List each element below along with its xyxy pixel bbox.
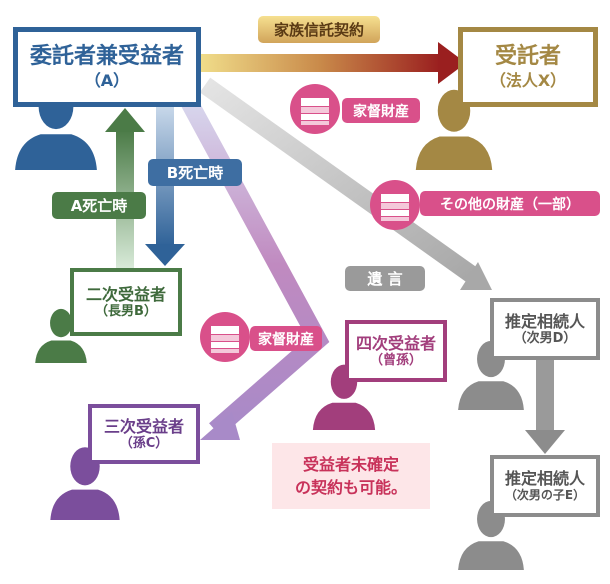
gray-arrow-will <box>199 77 492 290</box>
gold-arrow-contract <box>200 42 466 84</box>
trustee-sub: （法人X） <box>489 70 567 90</box>
trustee-title: 受託者 <box>494 44 561 70</box>
contract-label: 家族信託契約 <box>258 16 380 43</box>
gray-arrow-down <box>525 360 565 454</box>
money-stack-icon <box>290 84 340 134</box>
fourth-sub: （曾孫） <box>369 352 422 368</box>
settlor-sub: （A） <box>84 70 130 90</box>
will-label: 遺 言 <box>345 266 425 291</box>
third-sub: （孫C） <box>119 435 169 451</box>
second-title: 二次受益者 <box>85 284 166 304</box>
a-death-label: A死亡時 <box>52 192 146 219</box>
note-line2: の契約も可能。 <box>294 478 407 497</box>
heir-e-title: 推定相続人 <box>504 469 585 489</box>
green-arrow-up <box>105 108 145 268</box>
asset-label-mid: 家督財産 <box>250 326 322 351</box>
settlor-box: 委託者兼受益者 （A） <box>13 27 201 107</box>
other-assets-label: その他の財産（一部） <box>420 191 600 216</box>
money-stack-icon <box>370 180 420 230</box>
heir-d-title: 推定相続人 <box>504 311 585 331</box>
heir-d-box: 推定相続人 （次男D） <box>490 298 600 360</box>
heir-d-sub: （次男D） <box>513 330 577 346</box>
asset-label-top: 家督財産 <box>342 98 420 123</box>
note-line1: 受益者未確定 <box>302 454 399 474</box>
trustee-box: 受託者 （法人X） <box>458 27 598 107</box>
heir-e-box: 推定相続人 （次男の子E） <box>490 455 600 517</box>
third-title: 三次受益者 <box>103 416 184 436</box>
fourth-beneficiary-box: 四次受益者 （曾孫） <box>345 320 447 382</box>
fourth-title: 四次受益者 <box>355 333 436 353</box>
heir-e-sub: （次男の子E） <box>504 488 586 503</box>
third-beneficiary-box: 三次受益者 （孫C） <box>88 404 200 464</box>
settlor-title: 委託者兼受益者 <box>29 44 184 70</box>
second-beneficiary-box: 二次受益者 （長男B） <box>70 268 182 336</box>
blue-arrow-down <box>145 106 185 266</box>
second-sub: （長男B） <box>95 303 157 319</box>
b-death-label: B死亡時 <box>148 159 242 186</box>
undetermined-beneficiary-note: 受益者未確定 の契約も可能。 <box>272 443 430 509</box>
money-stack-icon <box>200 312 250 362</box>
